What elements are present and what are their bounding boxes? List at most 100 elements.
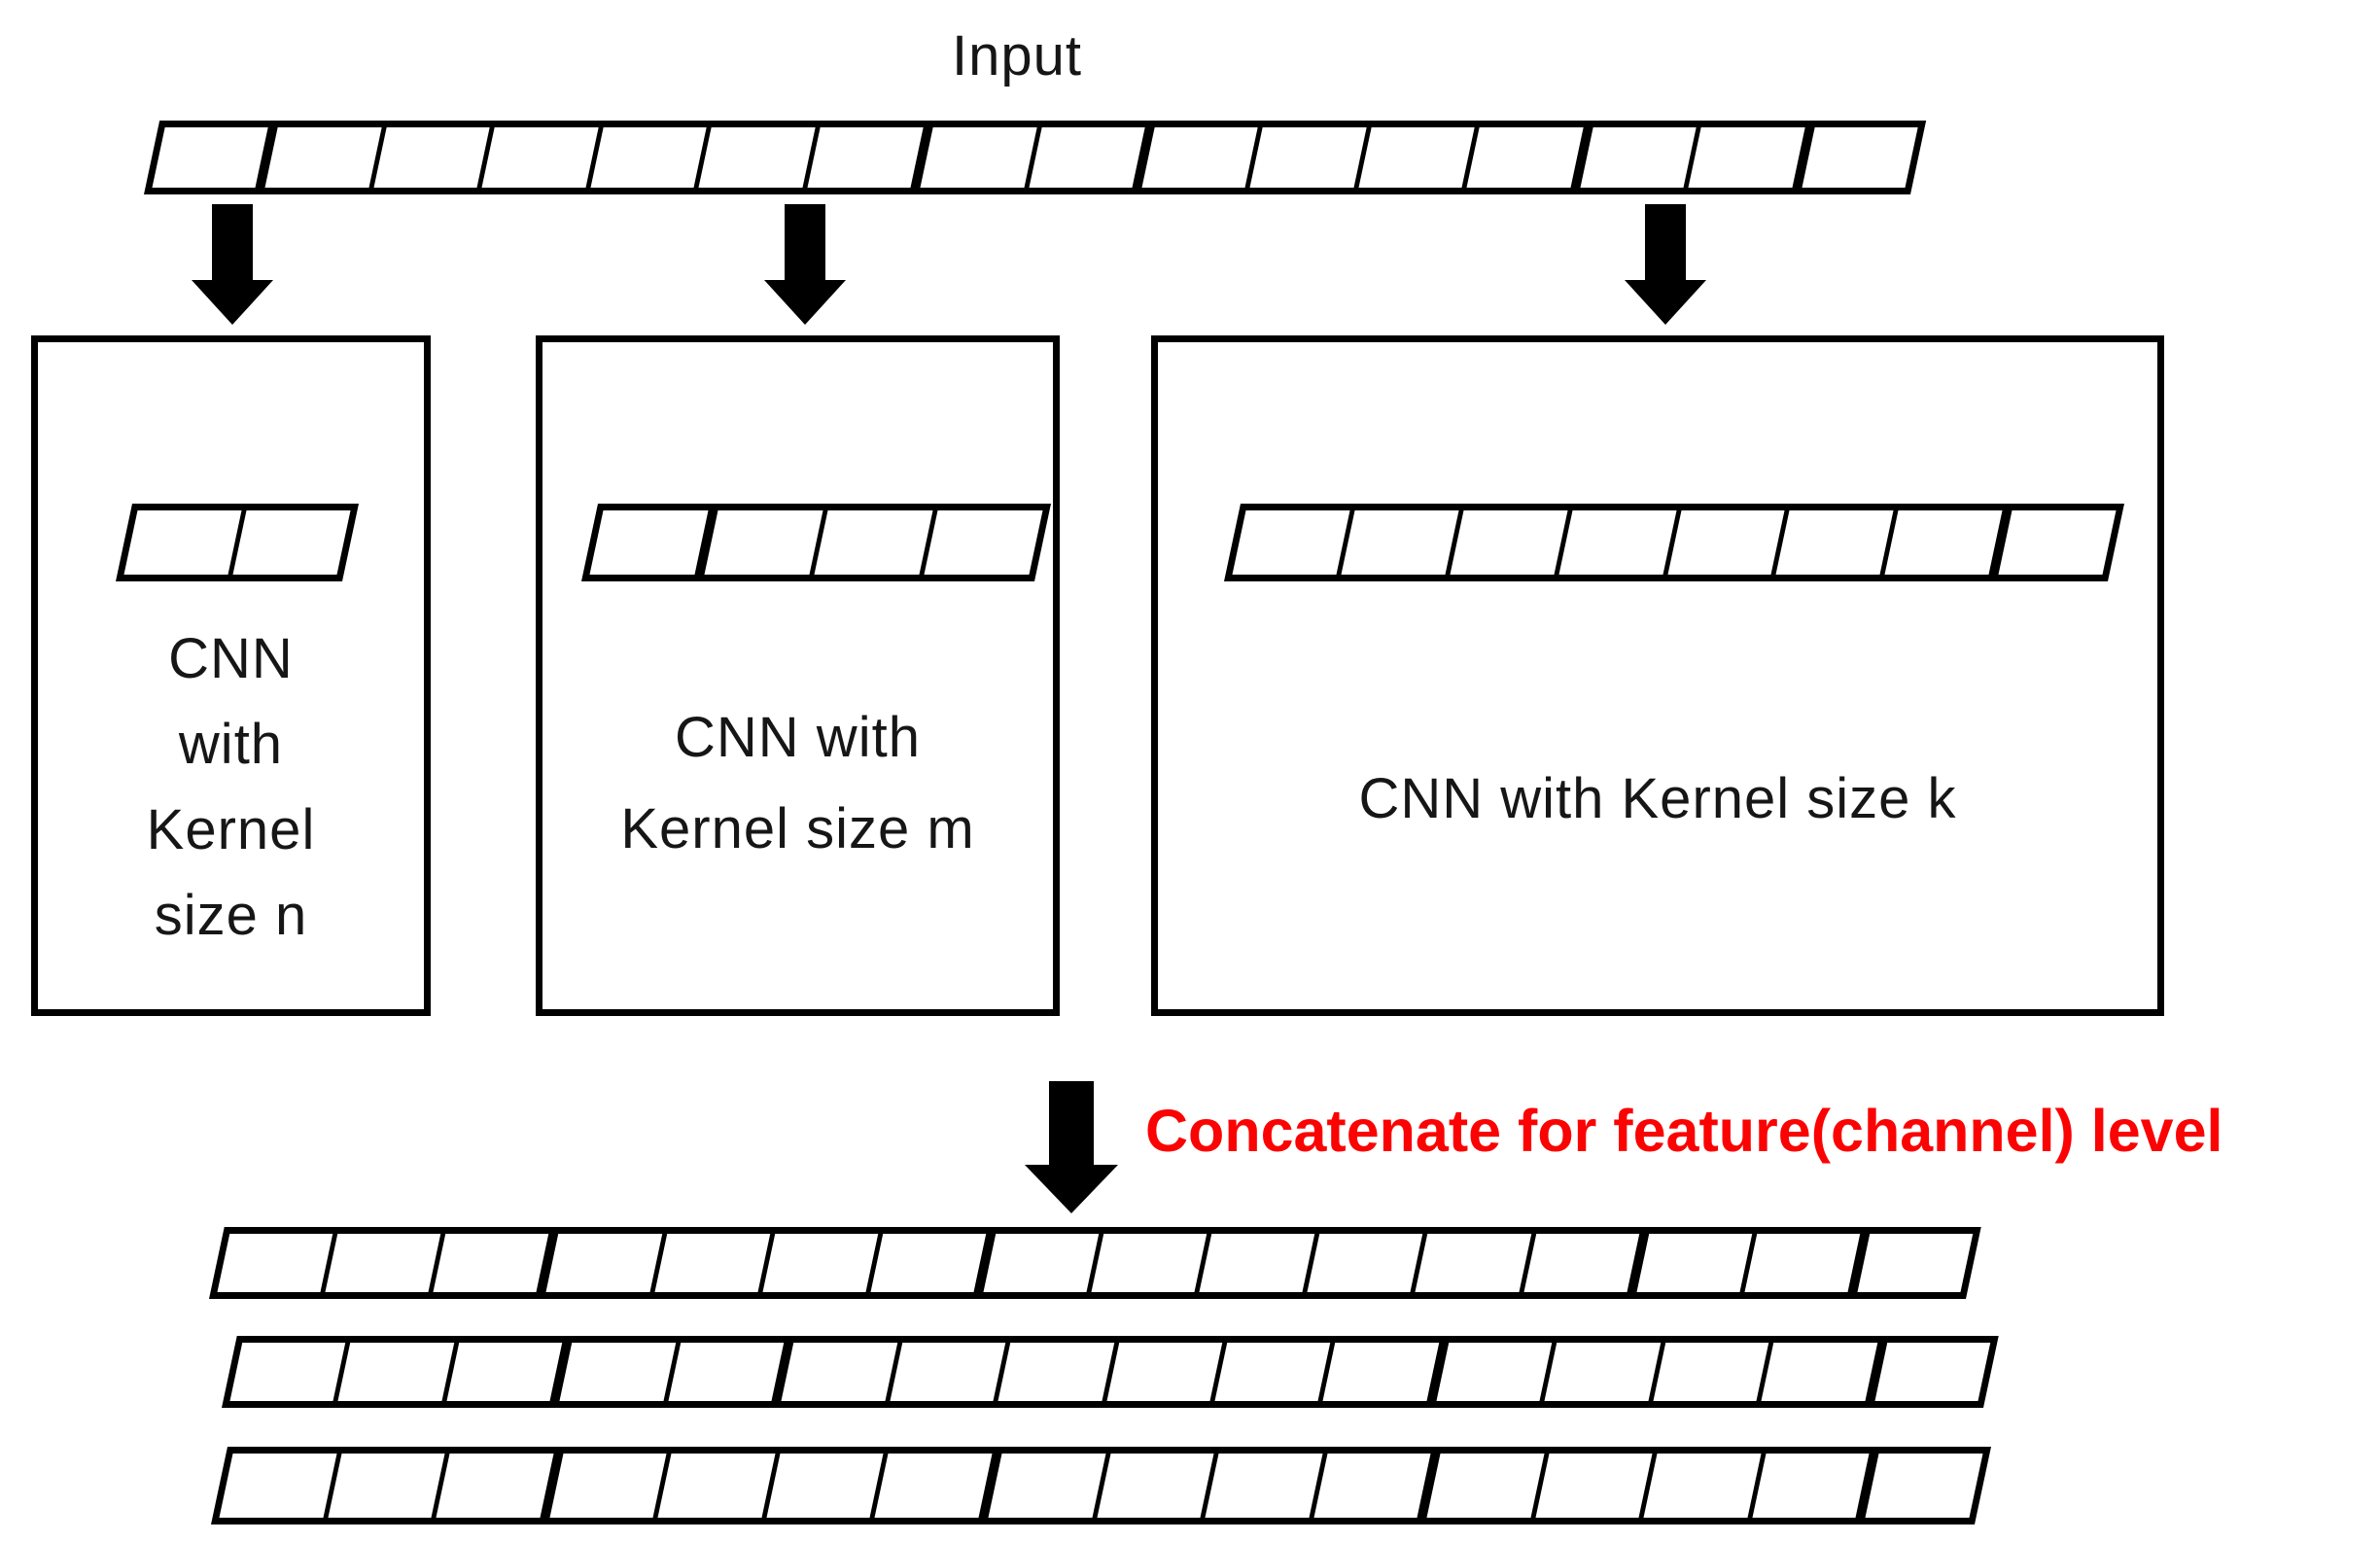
kernel-m-strip <box>581 504 1052 581</box>
strip-cell <box>1096 1454 1219 1518</box>
strip-cell <box>481 127 604 188</box>
strip-cell <box>1466 127 1593 188</box>
input-label: Input <box>952 24 1082 88</box>
strip-cell <box>1522 1234 1649 1292</box>
strip-cell <box>1313 1454 1441 1518</box>
kernel-k-strip <box>1224 504 2125 581</box>
strip-cell <box>229 1343 351 1401</box>
arrow-head <box>764 280 846 325</box>
strip-cell <box>1999 510 2117 575</box>
strip-cell <box>1232 510 1355 575</box>
box-cnn-kernel-m <box>536 335 1060 1016</box>
arrow-shaft <box>1049 1081 1094 1165</box>
strip-cell <box>1688 127 1815 188</box>
strip-cell <box>436 1454 564 1518</box>
strip-cell <box>1214 1343 1336 1401</box>
down-arrow-to-kernel-m <box>764 204 846 325</box>
caption-line: CNN with <box>675 706 921 769</box>
down-arrow-concatenate <box>1025 1081 1118 1213</box>
arrow-shaft <box>212 204 253 280</box>
box-cnn-kernel-k <box>1151 335 2164 1016</box>
strip-cell <box>668 1343 794 1401</box>
arrow-head <box>1625 280 1706 325</box>
strip-cell <box>1666 510 1790 575</box>
strip-cell <box>1199 1234 1320 1292</box>
strip-cell <box>1436 1343 1558 1401</box>
strip-cell <box>704 510 828 575</box>
strip-cell <box>762 1234 883 1292</box>
strip-cell <box>1028 127 1155 188</box>
strip-cell <box>328 1454 450 1518</box>
strip-cell <box>559 1343 681 1401</box>
strip-cell <box>1752 1454 1879 1518</box>
caption-line: CNN <box>168 627 294 690</box>
box-cnn-kernel-n-caption: CNN with Kernel size n <box>31 616 431 959</box>
strip-cell <box>337 1343 460 1401</box>
strip-cell <box>1450 510 1573 575</box>
strip-cell <box>1744 1234 1871 1292</box>
strip-cell <box>433 1234 559 1292</box>
arrow-shaft <box>785 204 825 280</box>
strip-cell <box>1535 1454 1658 1518</box>
input-strip <box>144 121 1927 194</box>
caption-line: Kernel <box>146 798 316 861</box>
strip-cell <box>373 127 495 188</box>
strip-cell <box>217 1234 338 1292</box>
strip-cell <box>766 1454 889 1518</box>
caption-line: size n <box>154 884 308 947</box>
strip-cell <box>870 1234 997 1292</box>
strip-cell <box>590 127 712 188</box>
caption-line: with <box>178 713 284 776</box>
strip-cell <box>814 510 938 575</box>
box-cnn-kernel-m-caption: CNN with Kernel size m <box>536 692 1060 875</box>
strip-cell <box>325 1234 446 1292</box>
strip-cell <box>698 127 821 188</box>
concatenate-label: Concatenate for feature(channel) level <box>1145 1098 2223 1164</box>
strip-cell <box>983 1234 1104 1292</box>
arrow-head <box>192 280 273 325</box>
strip-cell <box>1580 127 1701 188</box>
strip-cell <box>1249 127 1372 188</box>
strip-cell <box>1307 1234 1428 1292</box>
strip-cell <box>1322 1343 1450 1401</box>
caption-line: Kernel size m <box>620 797 975 860</box>
strip-cell <box>1426 1454 1550 1518</box>
arrow-shaft <box>1645 204 1686 280</box>
strip-cell <box>1091 1234 1212 1292</box>
strip-cell <box>1636 1234 1757 1292</box>
strip-cell <box>1643 1454 1767 1518</box>
strip-cell <box>219 1454 342 1518</box>
strip-cell <box>1866 1454 1983 1518</box>
strip-cell <box>152 127 279 188</box>
arrow-head <box>1025 1165 1118 1213</box>
strip-cell <box>549 1454 672 1518</box>
strip-cell <box>781 1343 902 1401</box>
strip-cell <box>653 1234 775 1292</box>
output-strip-row-2 <box>222 1336 1999 1408</box>
strip-cell <box>998 1343 1119 1401</box>
strip-cell <box>1141 127 1264 188</box>
strip-cell <box>657 1454 781 1518</box>
strip-cell <box>1105 1343 1228 1401</box>
caption-line: CNN with Kernel size k <box>1358 767 1957 830</box>
down-arrow-to-kernel-k <box>1625 204 1706 325</box>
strip-cell <box>1205 1454 1328 1518</box>
output-strip-row-3 <box>211 1447 1992 1524</box>
strip-cell <box>1802 127 1918 188</box>
strip-cell <box>1761 1343 1887 1401</box>
box-cnn-kernel-n <box>31 335 431 1016</box>
strip-cell <box>264 127 387 188</box>
strip-cell <box>1857 1234 1973 1292</box>
strip-cell <box>1558 510 1682 575</box>
strip-cell <box>1415 1234 1536 1292</box>
strip-cell <box>1358 127 1480 188</box>
strip-cell <box>446 1343 573 1401</box>
strip-cell <box>232 510 350 575</box>
strip-cell <box>1653 1343 1774 1401</box>
strip-cell <box>123 510 247 575</box>
strip-cell <box>890 1343 1011 1401</box>
strip-cell <box>1884 510 2012 575</box>
down-arrow-to-kernel-n <box>192 204 273 325</box>
strip-cell <box>545 1234 667 1292</box>
